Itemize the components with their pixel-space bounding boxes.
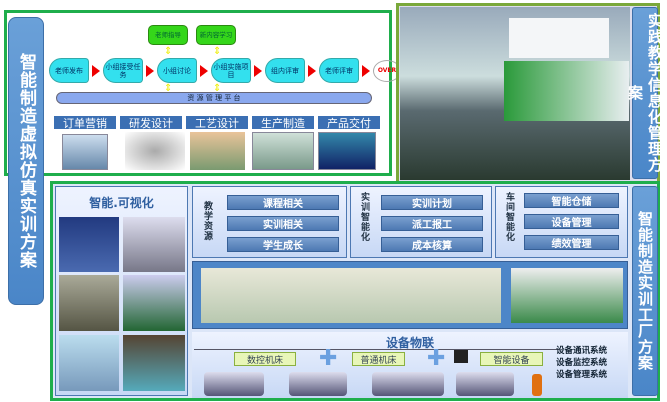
machine-image xyxy=(59,275,119,331)
device-cnc: 数控机床 xyxy=(234,352,296,366)
workshop-image xyxy=(123,217,185,272)
flow-step: 小组讨论 xyxy=(157,58,197,83)
factory-3d-image xyxy=(511,268,623,323)
monitor-icon xyxy=(454,350,468,363)
system-item: 设备监控系统 xyxy=(556,358,608,368)
production-stages: 订单营销 研发设计 工艺设计 生产制造 产品交付 xyxy=(54,116,380,130)
training-button[interactable]: 实训相关 xyxy=(227,216,339,231)
double-arrow-icon: ⇕ xyxy=(164,83,173,94)
stage-label: 订单营销 xyxy=(54,116,116,130)
vr-image xyxy=(123,335,185,391)
equipment-button[interactable]: 设备管理 xyxy=(524,214,619,229)
dispatch-button[interactable]: 派工报工 xyxy=(381,216,483,231)
training-room-image xyxy=(123,275,185,331)
flow-steps: 老师发布 小组接受任务 小组讨论 小组实施项目 组内评审 老师评审 OVER xyxy=(49,58,401,83)
arrow-right-icon xyxy=(308,64,316,77)
group-label: 车间智能化 xyxy=(504,192,514,242)
training-plan-button[interactable]: 实训计划 xyxy=(381,195,483,210)
robot-arm-image xyxy=(532,374,542,396)
arrow-right-icon xyxy=(92,64,100,77)
flow-step: 老师发布 xyxy=(49,58,89,83)
delivery-truck-image xyxy=(318,132,376,170)
teaching-resources-group: 教学资源 课程相关 实训相关 学生成长 xyxy=(192,186,347,258)
iot-title: 设备物联 xyxy=(385,336,434,350)
factory-layout-band xyxy=(192,261,628,329)
lathe-image xyxy=(289,372,347,396)
mechanical-part-image xyxy=(125,132,185,170)
double-arrow-icon: ⇕ xyxy=(164,46,173,57)
visualization-title: 智能.可视化 xyxy=(89,196,154,210)
divider xyxy=(194,349,559,350)
software-image xyxy=(62,134,108,170)
stage-label: 工艺设计 xyxy=(186,116,248,130)
info-management-title: 实践教学信息化管理方案 xyxy=(626,7,664,179)
monitor-image xyxy=(59,217,119,272)
group-label: 教学资源 xyxy=(202,201,212,241)
machine-image xyxy=(372,372,444,396)
flow-step: 小组实施项目 xyxy=(211,58,251,83)
systems-list: 设备通讯系统 设备监控系统 设备管理系统 xyxy=(556,345,607,381)
arrow-right-icon xyxy=(254,64,262,77)
device-lathe: 普通机床 xyxy=(352,352,405,366)
flow-step: 组内评审 xyxy=(265,58,305,83)
double-arrow-icon: ⇕ xyxy=(213,46,222,57)
system-item: 设备通讯系统 xyxy=(556,346,608,356)
factory-title: 智能制造实训工厂方案 xyxy=(632,186,658,396)
virtual-simulation-title: 智能制造虚拟仿真实训方案 xyxy=(8,17,44,305)
training-intelligence-group: 实训智能化 实训计划 派工报工 成本核算 xyxy=(350,186,492,258)
double-arrow-icon: ⇕ xyxy=(213,83,222,94)
course-button[interactable]: 课程相关 xyxy=(227,195,339,210)
flow-step: 小组接受任务 xyxy=(103,58,143,83)
process-design-image xyxy=(190,132,245,170)
system-item: 设备管理系统 xyxy=(556,370,608,380)
workshop-intelligence-group: 车间智能化 智能仓储 设备管理 绩效管理 xyxy=(495,186,628,258)
arrow-right-icon xyxy=(200,64,208,77)
performance-button[interactable]: 绩效管理 xyxy=(524,235,619,250)
stage-label: 产品交付 xyxy=(318,116,380,130)
device-smart: 智能设备 xyxy=(480,352,543,366)
warehouse-button[interactable]: 智能仓储 xyxy=(524,193,619,208)
flow-top-box: 老师指导 xyxy=(148,25,188,45)
resource-platform: 资 源 管 理 平 台 xyxy=(56,92,372,104)
info-management-panel xyxy=(396,3,660,184)
login-form-image xyxy=(509,18,609,58)
iot-section: 设备物联 数控机床 ✚ 普通机床 ✚ 智能设备 设备通讯系统 设备监控系统 设备… xyxy=(192,332,628,398)
dashboard-image xyxy=(504,61,629,121)
flow-top-box: 新内容学习 xyxy=(196,25,236,45)
visualization-section: 智能.可视化 xyxy=(55,186,188,396)
plus-icon: ✚ xyxy=(319,346,338,371)
arrow-right-icon xyxy=(146,64,154,77)
cost-button[interactable]: 成本核算 xyxy=(381,237,483,252)
smart-device-image xyxy=(456,372,514,396)
stage-label: 生产制造 xyxy=(252,116,314,130)
exploded-model-image xyxy=(59,335,119,391)
cnc-machine-image xyxy=(204,372,264,396)
student-growth-button[interactable]: 学生成长 xyxy=(227,237,339,252)
stage-label: 研发设计 xyxy=(120,116,182,130)
arrow-right-icon xyxy=(362,64,370,77)
production-image xyxy=(252,132,314,170)
factory-layout-image xyxy=(201,268,501,323)
plus-icon: ✚ xyxy=(427,346,446,371)
group-label: 实训智能化 xyxy=(359,192,369,242)
flow-step: 老师评审 xyxy=(319,58,359,83)
